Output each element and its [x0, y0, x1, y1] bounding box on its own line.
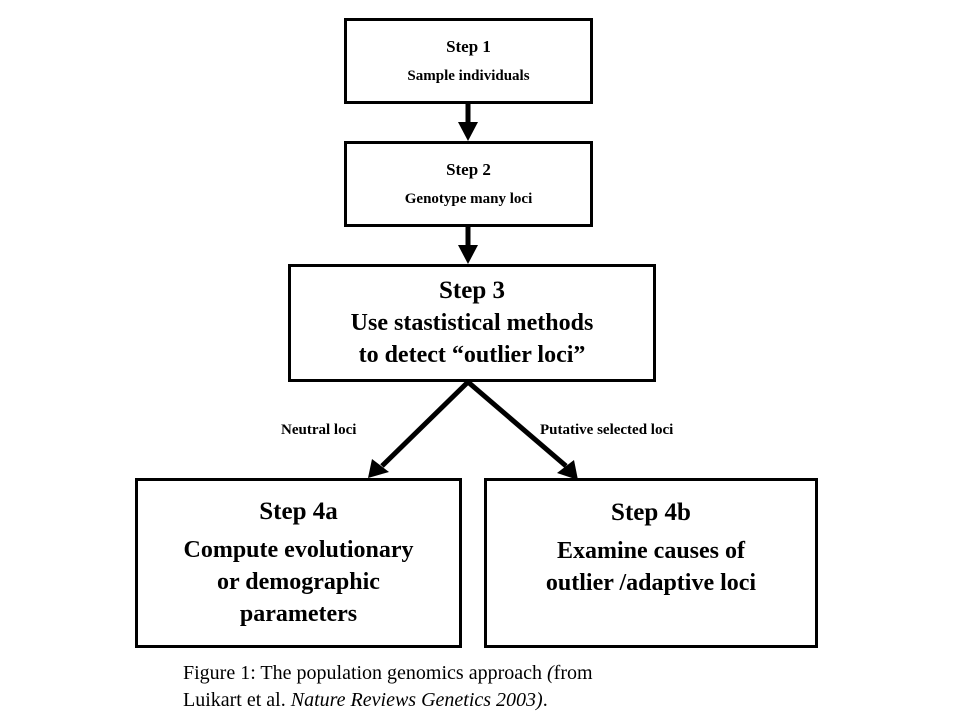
- step-2-description: Genotype many loci: [404, 191, 533, 207]
- caption-text-1: Figure 1: The population genomics approa…: [183, 662, 547, 684]
- caption-open-paren: (: [547, 662, 554, 684]
- step-3-title: Step 3: [439, 277, 505, 304]
- step-4a-box: Step 4a Compute evolutionary or demograp…: [135, 478, 462, 648]
- caption-text-authors: Luikart et al.: [183, 689, 291, 711]
- step-1-title: Step 1: [446, 37, 491, 56]
- caption-journal: Nature Reviews Genetics 2003): [290, 689, 543, 711]
- step-4a-description-line-3: parameters: [239, 601, 358, 627]
- caption-text-from: from: [553, 662, 593, 684]
- step-4b-description-line-2: outlier /adaptive loci: [545, 570, 757, 596]
- step-4a-title: Step 4a: [259, 498, 338, 525]
- step-3-box: Step 3 Use stastistical methods to detec…: [288, 264, 656, 382]
- caption-period: .: [542, 689, 548, 711]
- step-3-description-line-2: to detect “outlier loci”: [358, 342, 586, 368]
- step-2-box: Step 2 Genotype many loci: [344, 141, 593, 227]
- step-4b-title: Step 4b: [611, 499, 691, 526]
- arrowhead-step3-to-step4a: [368, 459, 389, 478]
- step-2-title: Step 2: [446, 160, 491, 179]
- arrowhead-step1-to-step2: [458, 122, 478, 141]
- step-1-box: Step 1 Sample individuals: [344, 18, 593, 104]
- step-4b-box: Step 4b Examine causes of outlier /adapt…: [484, 478, 818, 648]
- figure-caption: Figure 1: The population genomics approa…: [183, 660, 883, 714]
- arrowhead-step2-to-step3: [458, 245, 478, 264]
- step-4a-description-line-2: or demographic: [217, 569, 380, 595]
- neutral-loci-label: Neutral loci: [281, 422, 357, 438]
- step-4b-description-line-1: Examine causes of: [557, 538, 745, 564]
- step-4a-description-line-1: Compute evolutionary: [183, 537, 414, 563]
- arrowhead-step3-to-step4b: [557, 460, 578, 480]
- arrow-step3-to-step4a: [380, 380, 470, 468]
- step-3-description-line-1: Use stastistical methods: [350, 310, 594, 336]
- putative-selected-loci-label: Putative selected loci: [540, 422, 674, 438]
- step-1-description: Sample individuals: [407, 68, 530, 84]
